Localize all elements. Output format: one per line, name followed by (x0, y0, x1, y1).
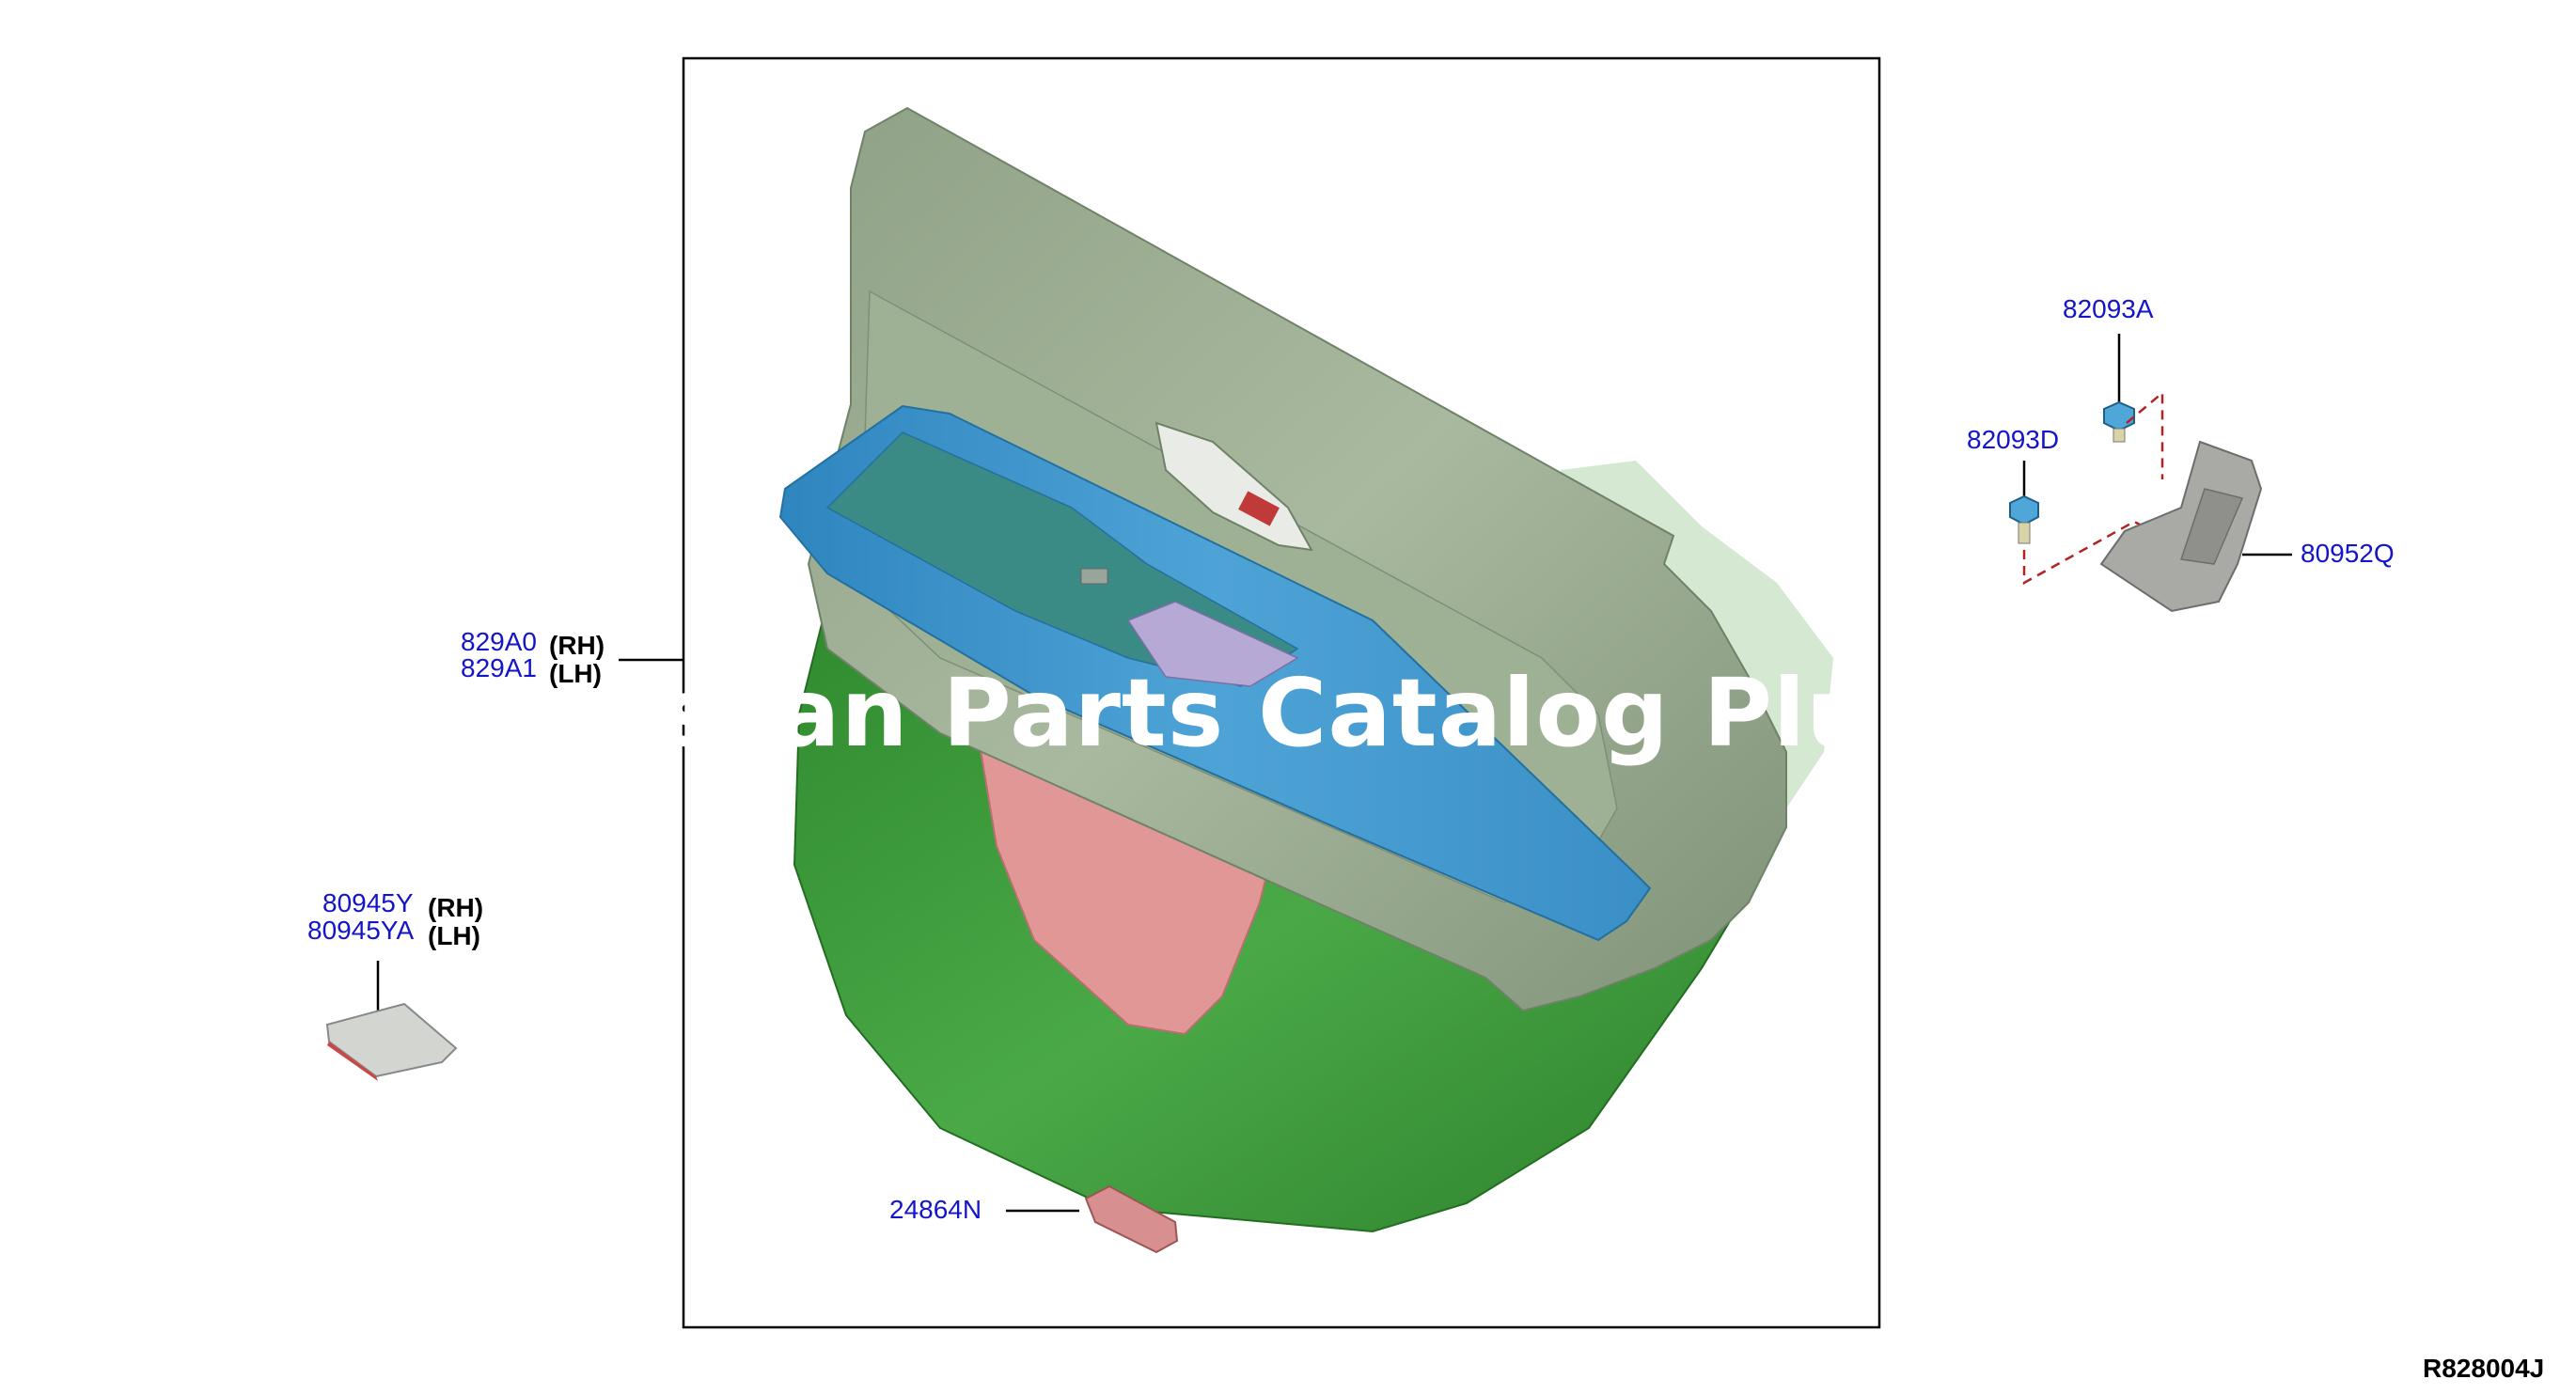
label-cover-rh[interactable]: 80945Y (322, 888, 414, 917)
drawing-code: R828004J (2423, 1354, 2545, 1383)
handle-escutcheon (1238, 491, 1280, 526)
cover-part (325, 1002, 458, 1078)
label-side-lh: (LH) (549, 659, 602, 688)
clip-d-part (2009, 494, 2039, 544)
bracket-slot (2180, 488, 2244, 565)
switch-panel (1126, 601, 1299, 687)
clip-d-guide (2022, 520, 2191, 586)
label-door-trim-rh[interactable]: 829A0 (461, 627, 537, 656)
connector-part (1084, 1184, 1179, 1254)
label-bracket[interactable]: 80952Q (2301, 539, 2395, 568)
label-clip-a[interactable]: 82093A (2063, 294, 2154, 323)
label-cover-lh[interactable]: 80945YA (307, 916, 415, 945)
label-cover-side-lh: (LH) (428, 921, 480, 950)
clip-a-part (2103, 400, 2135, 443)
bracket-part (2099, 440, 2263, 613)
diagram-frame (682, 56, 1881, 1329)
switch-button (1080, 568, 1108, 585)
label-cover-side-rh: (RH) (428, 893, 484, 922)
cover-part-edge (327, 1042, 378, 1081)
label-door-trim-lh[interactable]: 829A1 (461, 653, 537, 682)
clip-a-guide (2126, 390, 2164, 479)
label-side-rh: (RH) (549, 631, 605, 660)
label-clip-d[interactable]: 82093D (1967, 425, 2060, 454)
watermark: Nissan Parts Catalog Plus (677, 658, 1871, 768)
label-connector[interactable]: 24864N (889, 1195, 982, 1224)
